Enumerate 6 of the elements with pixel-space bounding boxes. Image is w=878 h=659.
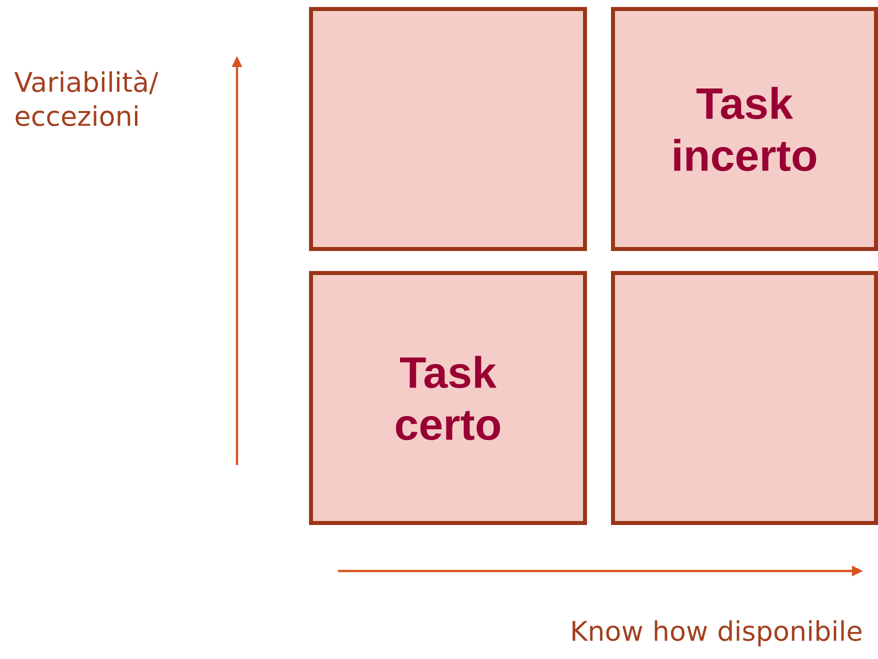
empty-box <box>309 7 587 251</box>
quadrant-box: Task incerto <box>611 7 878 251</box>
empty-box <box>611 271 878 525</box>
axis-label: Know how disponibile <box>572 620 862 646</box>
axis-label: Variabilità/ eccezioni <box>14 70 158 126</box>
quadrant-box: Task certo <box>309 271 587 525</box>
